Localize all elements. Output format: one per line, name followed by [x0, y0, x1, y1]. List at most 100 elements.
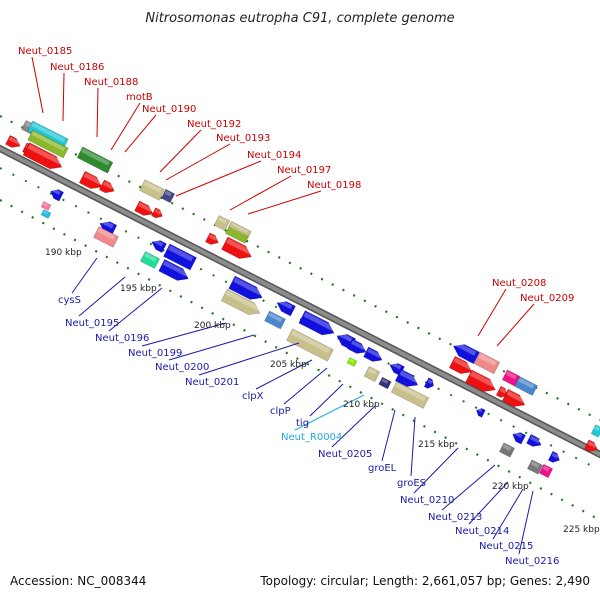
- gene-feature[interactable]: [501, 388, 528, 411]
- gene-feature[interactable]: [93, 226, 119, 248]
- gene-feature[interactable]: [204, 232, 220, 247]
- gene-feature[interactable]: [78, 170, 105, 193]
- gene-feature[interactable]: [473, 351, 501, 375]
- gene-feature[interactable]: [538, 463, 554, 479]
- gene-feature[interactable]: [423, 377, 436, 391]
- gene-label[interactable]: Neut_0197: [277, 165, 331, 176]
- gene-label[interactable]: cysS: [58, 295, 81, 306]
- gene-feature[interactable]: [220, 288, 263, 319]
- position-tick-label: 205 kbp: [270, 360, 307, 370]
- position-tick-label: 215 kbp: [418, 440, 455, 450]
- leader-line: [441, 464, 496, 511]
- gene-label[interactable]: Neut_0210: [400, 495, 454, 506]
- leader-line: [31, 56, 44, 114]
- gene-label[interactable]: clpX: [242, 391, 264, 402]
- leader-line: [496, 303, 535, 347]
- leader-line: [294, 394, 365, 431]
- gene-label[interactable]: motB: [126, 92, 153, 103]
- gene-feature[interactable]: [139, 179, 165, 201]
- gene-label[interactable]: Neut_0200: [155, 362, 209, 373]
- gene-label[interactable]: clpP: [270, 406, 291, 417]
- gene-feature[interactable]: [390, 381, 430, 409]
- gene-feature[interactable]: [163, 243, 197, 271]
- gene-label[interactable]: Neut_0192: [187, 119, 241, 130]
- leader-line: [283, 367, 328, 405]
- gene-feature[interactable]: [228, 275, 266, 304]
- gene-label[interactable]: Neut_0208: [492, 278, 546, 289]
- gene-label[interactable]: Neut_0205: [318, 449, 372, 460]
- gene-feature[interactable]: [526, 433, 543, 449]
- position-tick-label: 220 kbp: [492, 482, 529, 492]
- gene-feature[interactable]: [221, 236, 254, 263]
- gene-label[interactable]: Neut_0193: [216, 133, 270, 144]
- gene-feature[interactable]: [514, 376, 538, 396]
- gene-feature[interactable]: [298, 310, 337, 340]
- gene-feature[interactable]: [510, 430, 527, 445]
- gene-label[interactable]: Neut_0198: [307, 180, 361, 191]
- gene-label[interactable]: Neut_0194: [247, 150, 301, 161]
- gene-feature[interactable]: [274, 298, 296, 317]
- gene-feature[interactable]: [139, 251, 161, 269]
- gene-label[interactable]: Neut_0209: [520, 293, 574, 304]
- gene-feature[interactable]: [76, 146, 114, 174]
- leader-line: [492, 488, 524, 540]
- gene-label[interactable]: Neut_0213: [428, 512, 482, 523]
- gene-feature[interactable]: [48, 187, 65, 202]
- gene-feature[interactable]: [583, 439, 599, 454]
- leader-line: [96, 87, 99, 138]
- gene-feature[interactable]: [394, 368, 421, 391]
- gene-label[interactable]: Neut_0199: [128, 348, 182, 359]
- gene-feature[interactable]: [495, 385, 509, 399]
- gene-label[interactable]: Neut_0215: [479, 541, 533, 552]
- gene-label[interactable]: Neut_0195: [65, 318, 119, 329]
- gene-feature[interactable]: [151, 207, 165, 221]
- gene-feature[interactable]: [363, 365, 381, 383]
- gene-label[interactable]: Neut_0188: [84, 77, 138, 88]
- gene-feature[interactable]: [5, 134, 22, 150]
- gene-feature[interactable]: [347, 338, 368, 357]
- gene-feature[interactable]: [363, 346, 384, 365]
- leader-line: [78, 276, 126, 317]
- gene-label[interactable]: Neut_0201: [185, 377, 239, 388]
- gene-feature[interactable]: [160, 188, 176, 204]
- gene-label[interactable]: Neut_R0004: [281, 432, 342, 443]
- gene-feature[interactable]: [450, 340, 480, 365]
- gene-feature[interactable]: [590, 424, 600, 438]
- gene-label[interactable]: Neut_0190: [142, 104, 196, 115]
- gene-feature[interactable]: [149, 237, 167, 254]
- gene-label[interactable]: groEL: [368, 463, 397, 474]
- gene-feature[interactable]: [40, 209, 52, 219]
- gene-feature[interactable]: [547, 450, 561, 464]
- gene-feature[interactable]: [526, 459, 544, 475]
- gene-feature[interactable]: [213, 214, 231, 232]
- gene-feature[interactable]: [448, 355, 475, 378]
- gene-feature[interactable]: [465, 369, 498, 396]
- gene-feature[interactable]: [286, 328, 334, 362]
- leader-line: [410, 416, 416, 477]
- gene-label[interactable]: tig: [296, 418, 309, 429]
- gene-feature[interactable]: [40, 201, 52, 211]
- gene-feature[interactable]: [98, 179, 116, 196]
- leader-line: [247, 190, 322, 215]
- gene-feature[interactable]: [134, 200, 155, 219]
- gene-label[interactable]: Neut_0185: [18, 46, 72, 57]
- gene-feature[interactable]: [27, 129, 69, 159]
- gene-label[interactable]: Neut_0186: [50, 62, 104, 73]
- gene-feature[interactable]: [378, 376, 392, 390]
- gene-feature[interactable]: [22, 142, 65, 174]
- position-tick-label: 195 kbp: [120, 284, 157, 294]
- gene-label[interactable]: Neut_0196: [95, 333, 149, 344]
- gene-feature[interactable]: [498, 442, 516, 458]
- gene-label[interactable]: Neut_0214: [455, 526, 509, 537]
- gene-feature[interactable]: [228, 220, 252, 238]
- leader-line: [413, 447, 459, 494]
- gene-feature[interactable]: [475, 407, 486, 418]
- gene-feature[interactable]: [346, 357, 358, 367]
- gene-feature[interactable]: [158, 258, 192, 284]
- position-tick-label: 200 kbp: [194, 321, 231, 331]
- gene-label[interactable]: groES: [397, 478, 426, 489]
- gene-feature[interactable]: [264, 310, 286, 330]
- map-title: Nitrosomonas eutropha C91, complete geno…: [145, 11, 454, 26]
- gene-label[interactable]: Neut_0216: [505, 556, 559, 567]
